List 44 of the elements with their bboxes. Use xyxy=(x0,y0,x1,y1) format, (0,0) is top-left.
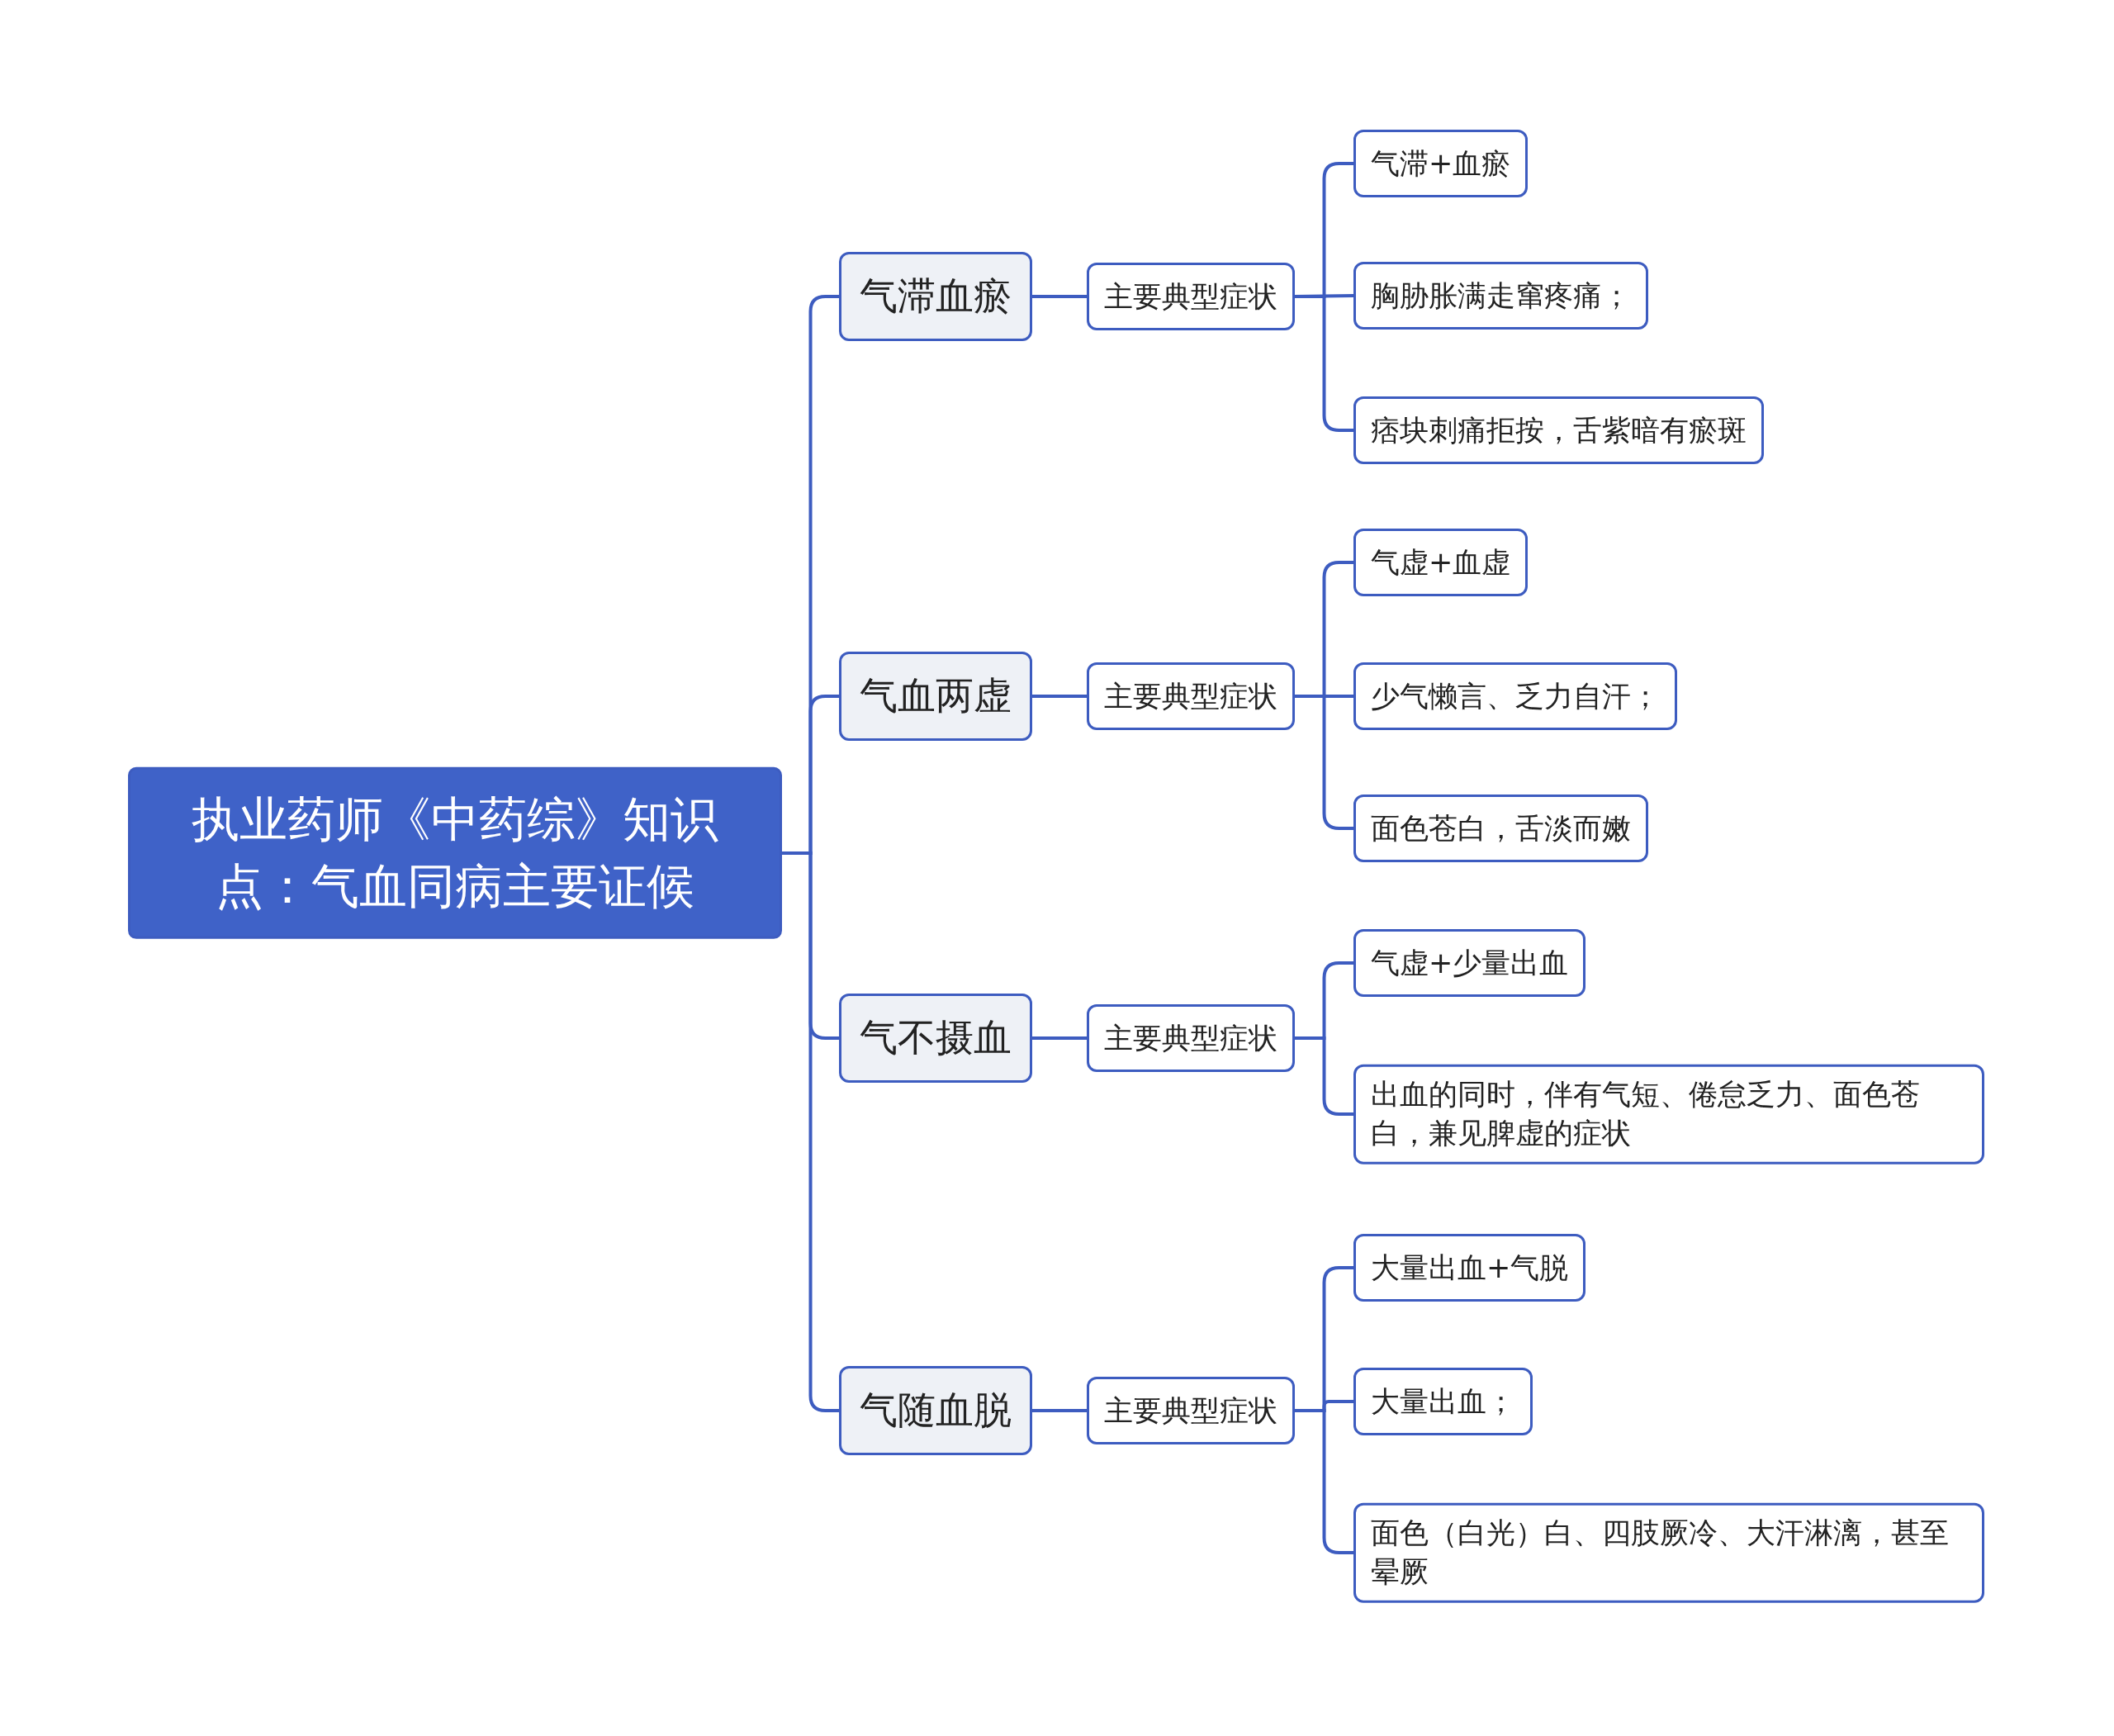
node-text: 气虚+少量出血 xyxy=(1371,945,1569,981)
node-text: 胸胁胀满走窜疼痛； xyxy=(1371,277,1631,314)
node-text: 面色（白光）白、四肢厥冷、大汗淋漓，甚至晕厥 xyxy=(1371,1515,1950,1590)
node-text: 主要典型症状 xyxy=(1104,1020,1277,1056)
node-text: 少气懒言、乏力自汗； xyxy=(1371,678,1660,714)
node-text: 气不摄血 xyxy=(860,1014,1012,1061)
leaf-box xyxy=(1353,262,1648,330)
node-text: 执业药师《中药综》知识点：气血同病主要证候 xyxy=(191,790,719,916)
leaf-box xyxy=(1353,794,1648,862)
leaf-box xyxy=(1353,396,1764,464)
connector-line xyxy=(1032,695,1087,698)
node-text: 气血两虚 xyxy=(860,672,1012,719)
branch-box xyxy=(839,994,1032,1083)
leaf-box xyxy=(1353,1064,1984,1164)
sub-branch-box xyxy=(1087,263,1295,330)
node-text: 痞块刺痛拒按，舌紫暗有瘀斑 xyxy=(1371,412,1747,448)
branch-box xyxy=(839,1366,1032,1455)
leaf-box xyxy=(1353,662,1677,730)
node-text: 主要典型症状 xyxy=(1104,278,1277,315)
leaf-box xyxy=(1353,1234,1586,1302)
node-text: 主要典型症状 xyxy=(1104,1392,1277,1429)
connector-line xyxy=(1032,1409,1087,1412)
node-text: 气滞+血瘀 xyxy=(1371,145,1511,182)
leaf-box xyxy=(1353,130,1529,197)
leaf-box xyxy=(1353,1502,1984,1603)
node-text: 气滞血瘀 xyxy=(860,273,1012,320)
leaf-box xyxy=(1353,1368,1533,1435)
sub-branch-box xyxy=(1087,662,1295,730)
node-text: 大量出血； xyxy=(1371,1383,1515,1420)
leaf-box xyxy=(1353,929,1586,997)
sub-branch-box xyxy=(1087,1377,1295,1444)
node-text: 大量出血+气脱 xyxy=(1371,1250,1569,1286)
branch-box xyxy=(839,652,1032,741)
connector-line xyxy=(1032,1036,1087,1040)
branch-box xyxy=(839,252,1032,341)
sub-branch-box xyxy=(1087,1004,1295,1072)
node-text: 气随血脱 xyxy=(860,1387,1012,1434)
connector-line xyxy=(1032,295,1087,298)
leaf-box xyxy=(1353,529,1529,596)
root-topic-box xyxy=(128,766,782,940)
node-text: 出血的同时，伴有气短、倦怠乏力、面色苍白，兼见脾虚的症状 xyxy=(1371,1076,1921,1151)
node-text: 面色苍白，舌淡而嫩 xyxy=(1371,810,1631,847)
node-text: 主要典型症状 xyxy=(1104,678,1277,714)
node-text: 气虚+血虚 xyxy=(1371,544,1511,581)
